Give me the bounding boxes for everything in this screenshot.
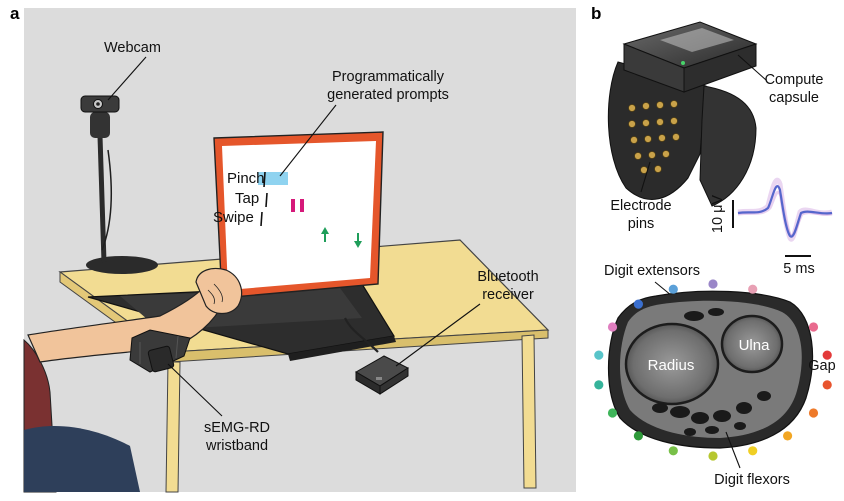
emg-waveform — [737, 177, 833, 242]
hand-knuckles — [207, 283, 223, 305]
electrode-dot — [808, 322, 819, 332]
semg-wristband-device — [607, 21, 758, 207]
cursor-swipe — [260, 211, 263, 227]
leader-bluetooth — [395, 303, 481, 367]
webcam — [80, 95, 120, 113]
screen-prompt-swipe: Swipe — [213, 209, 254, 226]
leader-digit-flexors — [725, 431, 741, 469]
label-compute-line2: capsule — [769, 90, 819, 106]
hand — [195, 267, 243, 315]
label-electrode-line2: pins — [628, 216, 655, 232]
electrode-dot — [783, 431, 793, 441]
label-webcam: Webcam — [104, 40, 161, 56]
electrode-dot — [594, 380, 604, 390]
electrode-dots — [594, 279, 832, 461]
leader-prompts — [279, 104, 337, 177]
electrode-dot — [708, 279, 718, 289]
label-ulna: Ulna — [739, 337, 771, 354]
label-digit-extensors: Digit extensors — [604, 263, 700, 279]
panel-label-b: b — [591, 4, 601, 23]
electrode-dot — [668, 284, 678, 294]
electrode-dot — [748, 446, 758, 456]
cursor-tap — [265, 192, 268, 208]
electrode-dot — [594, 350, 604, 360]
electrode-dot — [633, 431, 644, 441]
label-electrode-line1: Electrode — [610, 198, 671, 214]
screen-prompt-tap: Tap — [235, 190, 259, 207]
label-gap: Gap — [808, 358, 835, 374]
electrode-dot — [708, 451, 718, 461]
screen-prompt-pinch: Pinch — [227, 170, 265, 187]
electrode-dot — [808, 408, 819, 418]
webcam-stand — [86, 112, 158, 274]
swipe-down-arrow-icon — [354, 233, 362, 248]
label-wristband-line2: wristband — [205, 438, 268, 454]
electrode-dot — [748, 284, 758, 294]
leader-electrode — [640, 161, 651, 193]
label-prompts-line2: generated prompts — [327, 87, 449, 103]
label-bluetooth-line2: receiver — [482, 287, 534, 303]
tap-marker — [291, 199, 304, 212]
electrode-dot — [822, 350, 832, 360]
leader-wristband — [167, 363, 223, 417]
bluetooth-receiver — [344, 317, 410, 395]
label-wristband-line1: sEMG-RD — [204, 420, 270, 436]
wristband-on-arm — [129, 329, 191, 373]
electrode-dot — [633, 299, 644, 309]
panel-label-a: a — [10, 4, 20, 23]
label-radius: Radius — [648, 357, 695, 374]
leader-compute — [737, 54, 767, 81]
electrode-dot — [607, 322, 618, 332]
label-prompts-line1: Programmatically — [332, 69, 445, 85]
label-digit-flexors: Digit flexors — [714, 472, 790, 488]
swipe-up-arrow-icon — [321, 227, 329, 242]
electrode-dot — [668, 446, 678, 456]
person-leg — [24, 425, 140, 492]
leader-webcam — [107, 56, 147, 101]
radius-bone — [624, 322, 720, 406]
cursor-pinch — [263, 171, 266, 188]
label-bluetooth-line1: Bluetooth — [477, 269, 538, 285]
label-scale-voltage: 10 μV — [710, 195, 726, 234]
electrode-dot — [607, 408, 618, 418]
ulna-bone — [720, 314, 784, 374]
electrode-pin-grid — [628, 100, 680, 174]
label-compute-line1: Compute — [765, 72, 824, 88]
label-scale-time: 5 ms — [783, 261, 814, 277]
forearm-cross-section — [607, 290, 814, 449]
electrode-dot — [822, 380, 832, 390]
